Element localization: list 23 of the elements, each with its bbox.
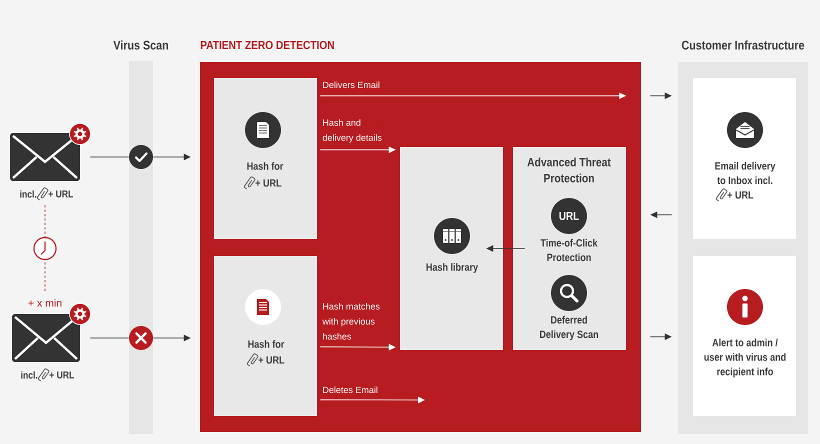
cross-icon bbox=[129, 326, 153, 350]
column-band: Virus Scan bbox=[113, 40, 168, 434]
url-badge: URL bbox=[551, 198, 587, 234]
result-box: Email delivery to Inbox incl. + URL bbox=[693, 78, 796, 239]
node-label: Virus Scan bbox=[113, 40, 168, 50]
connector-line bbox=[90, 156, 130, 158]
process-box: Hash for + URL bbox=[214, 256, 317, 416]
check-icon bbox=[129, 145, 153, 169]
node-label: + URL bbox=[50, 372, 74, 378]
node-label: incl. bbox=[20, 190, 36, 198]
process-box: Hash for + URL bbox=[214, 78, 317, 239]
node-label: Customer Infrastructure bbox=[682, 40, 804, 50]
node-label: Advanced Threat Protection bbox=[527, 158, 611, 182]
node-label: Deferred Delivery Scan bbox=[540, 316, 598, 340]
edge-label: Hash matches with previous hashes bbox=[321, 302, 381, 341]
result-box: Alert to admin / user with virus and recipient info bbox=[693, 256, 796, 416]
node-label: incl. bbox=[21, 371, 38, 379]
process-box: Hash library bbox=[400, 147, 503, 350]
node-label: Time-of-Click Protection bbox=[540, 238, 598, 262]
node-label: PATIENT ZERO DETECTION bbox=[200, 40, 334, 50]
node-label: + URL bbox=[48, 190, 74, 198]
edge-label: Hash and delivery details bbox=[321, 118, 383, 144]
dashed-line bbox=[44, 204, 46, 292]
